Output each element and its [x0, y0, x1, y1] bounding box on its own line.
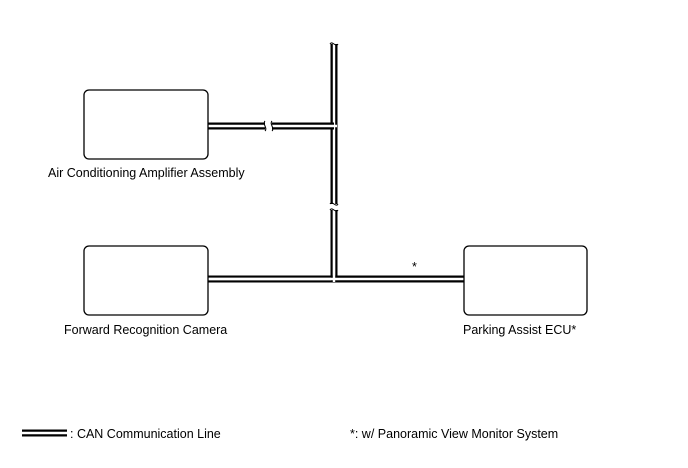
legend-footnote: *: w/ Panoramic View Monitor System — [350, 427, 558, 441]
can-bus-lines — [208, 42, 464, 283]
break-mark-ac-right — [270, 120, 274, 132]
break-mark-middle-lower — [329, 208, 339, 212]
break-mark-middle-upper — [329, 202, 339, 206]
parking-assist-ecu-label: Parking Assist ECU* — [463, 323, 576, 337]
air-conditioning-amplifier-label: Air Conditioning Amplifier Assembly — [48, 166, 245, 180]
air-conditioning-amplifier-box — [83, 89, 209, 160]
bus-footnote-marker: * — [412, 260, 417, 274]
parking-assist-ecu-box — [463, 245, 588, 316]
break-mark-ac-left — [263, 120, 267, 132]
legend-can-line-label: : CAN Communication Line — [70, 427, 221, 441]
legend-can-line: : CAN Communication Line — [22, 427, 221, 441]
forward-recognition-camera-box — [83, 245, 209, 316]
forward-recognition-camera-label: Forward Recognition Camera — [64, 323, 227, 337]
break-mark-top — [329, 42, 339, 46]
